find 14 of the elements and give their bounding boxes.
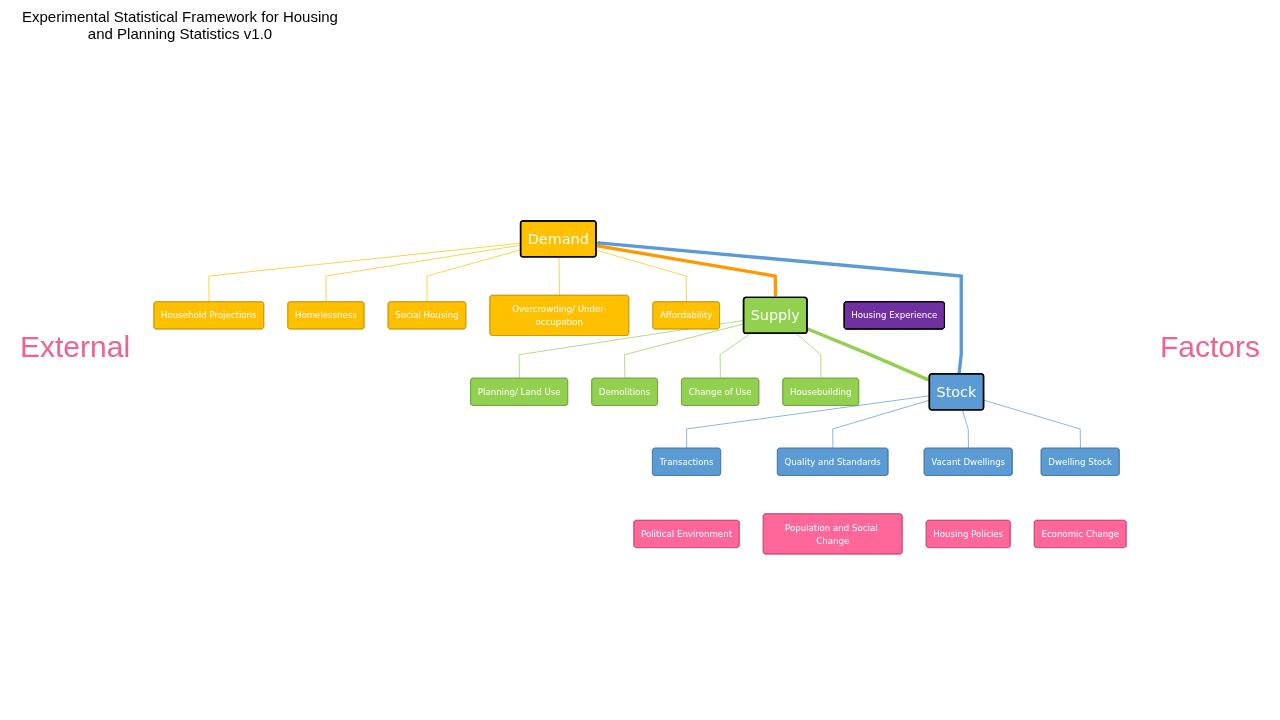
side-label: External bbox=[20, 330, 131, 364]
arrow bbox=[806, 327, 930, 382]
connector bbox=[558, 256, 560, 296]
connector bbox=[719, 333, 751, 379]
arrow bbox=[596, 240, 963, 375]
connector bbox=[832, 399, 930, 449]
connector bbox=[962, 409, 969, 449]
diagram-title: Experimental Statistical Framework for Housing and Planning Statistics v1.0 bbox=[21, 8, 339, 42]
connector bbox=[983, 399, 1081, 449]
connector bbox=[595, 249, 687, 303]
side-label: Factors bbox=[1159, 330, 1260, 364]
arrow bbox=[595, 243, 778, 298]
connector bbox=[795, 333, 822, 379]
connector bbox=[686, 395, 930, 449]
